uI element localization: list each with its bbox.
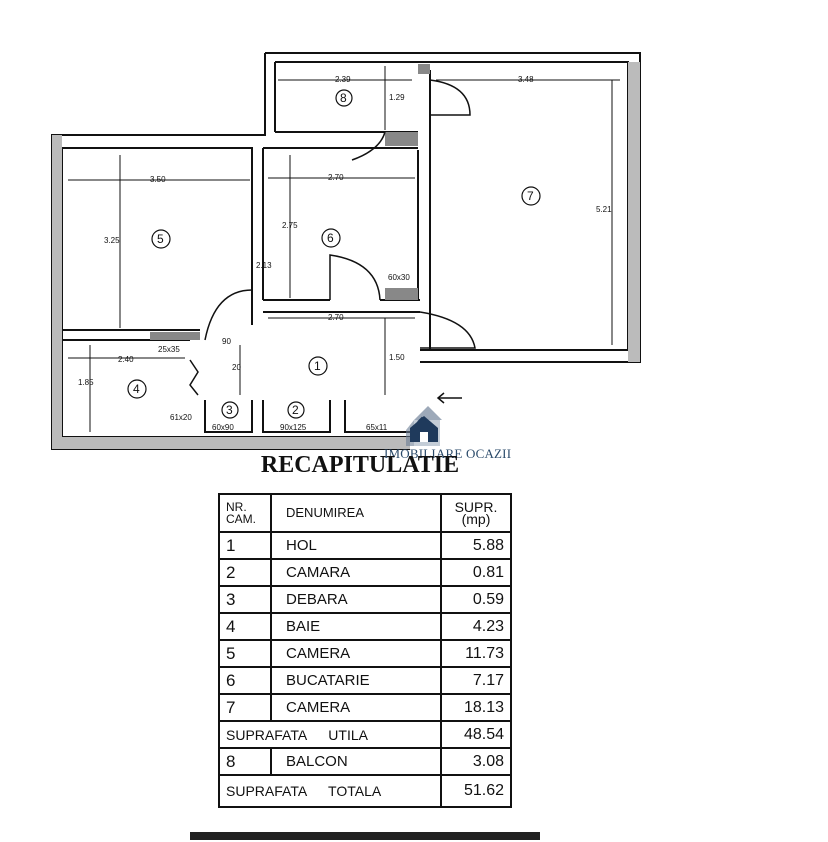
watermark-logo-icon [406, 406, 442, 446]
watermark-text: IMOBILIARE OCAZII [384, 446, 512, 461]
dim-room6-side: 2.13 [256, 261, 272, 270]
recap-table: NR.CAM. DENUMIREA SUPR.(mp) 1 HOL 5.88 2… [218, 493, 512, 808]
dim-room7-width: 3.48 [518, 75, 534, 84]
dim-bath-height: 1.85 [78, 378, 94, 387]
room-number-7: 7 [527, 189, 534, 203]
room-markers [127, 89, 541, 419]
balcony-nr: 8 [218, 747, 272, 776]
row-nr: 2 [218, 558, 272, 587]
header-nr: NR.CAM. [218, 493, 272, 533]
dim-room5-width: 3.50 [150, 175, 166, 184]
row-area: 0.81 [440, 558, 512, 587]
header-area: SUPR.(mp) [440, 493, 512, 533]
dim-balcony-height: 1.29 [389, 93, 405, 102]
room-number-4: 4 [133, 382, 140, 396]
dim-bath-niche: 25x35 [158, 345, 180, 354]
dim-bath-side: 61x20 [170, 413, 192, 422]
row-nr: 6 [218, 666, 272, 695]
row-nr: 4 [218, 612, 272, 641]
dim-hall-width: 2.70 [328, 313, 344, 322]
row-name: DEBARA [270, 585, 442, 614]
table-row: 2 CAMARA 0.81 [218, 558, 512, 587]
floor-plan: 2.39 1.29 3.48 5.21 3.50 3.25 2.70 2.75 … [51, 52, 641, 450]
total-area-value: 51.62 [440, 774, 512, 808]
balcony-area: 3.08 [440, 747, 512, 776]
dim-balcony-width: 2.39 [335, 75, 351, 84]
balcony-name: BALCON [270, 747, 442, 776]
row-nr: 3 [218, 585, 272, 614]
row-area: 0.59 [440, 585, 512, 614]
useful-area-value: 48.54 [440, 720, 512, 749]
table-row: 6 BUCATARIE 7.17 [218, 666, 512, 695]
room-number-1: 1 [314, 359, 321, 373]
doors [189, 79, 476, 396]
dim-hall-small: 20 [232, 363, 241, 372]
table-row: 4 BAIE 4.23 [218, 612, 512, 641]
row-area: 11.73 [440, 639, 512, 668]
page-title: RECAPITULATIE [260, 452, 460, 478]
row-nr: 5 [218, 639, 272, 668]
row-area: 4.23 [440, 612, 512, 641]
table-header-row: NR.CAM. DENUMIREA SUPR.(mp) [218, 493, 512, 533]
walls [51, 52, 641, 450]
row-name: CAMARA [270, 558, 442, 587]
dim-bath-width: 2.40 [118, 355, 134, 364]
dim-entry: 65x11 [366, 423, 388, 432]
row-area: 7.17 [440, 666, 512, 695]
dim-pantry2: 90x125 [280, 423, 307, 432]
header-name: DENUMIREA [270, 493, 442, 533]
room-number-2: 2 [292, 403, 299, 417]
dim-room6-width: 2.70 [328, 173, 344, 182]
dim-hall-height: 1.50 [389, 353, 405, 362]
row-name: CAMERA [270, 639, 442, 668]
total-area-row: SUPRAFATA TOTALA 51.62 [218, 774, 512, 808]
table-row: 7 CAMERA 18.13 [218, 693, 512, 722]
table-row: 1 HOL 5.88 [218, 531, 512, 560]
dim-room6-wall: 60x30 [388, 273, 410, 282]
dim-hall-door: 90 [222, 337, 231, 346]
dim-pantry3: 60x90 [212, 423, 234, 432]
entrance-arrow-icon [436, 392, 462, 404]
useful-area-row: SUPRAFATA UTILA 48.54 [218, 720, 512, 749]
room-number-3: 3 [226, 403, 233, 417]
bottom-border [190, 832, 540, 840]
row-name: BUCATARIE [270, 666, 442, 695]
dimension-labels: 2.39 1.29 3.48 5.21 3.50 3.25 2.70 2.75 … [78, 75, 612, 432]
room-number-5: 5 [157, 232, 164, 246]
total-area-label: SUPRAFATA TOTALA [218, 774, 442, 808]
row-name: HOL [270, 531, 442, 560]
balcony-row: 8 BALCON 3.08 [218, 747, 512, 776]
dim-room6-height: 2.75 [282, 221, 298, 230]
row-nr: 1 [218, 531, 272, 560]
wall-hatch [52, 62, 640, 449]
table-row: 3 DEBARA 0.59 [218, 585, 512, 614]
room-number-6: 6 [327, 231, 334, 245]
room-number-8: 8 [340, 91, 347, 105]
room-numbers: 1 2 3 4 5 6 7 8 [133, 91, 534, 417]
dim-room7-height: 5.21 [596, 205, 612, 214]
row-area: 18.13 [440, 693, 512, 722]
useful-area-label: SUPRAFATA UTILA [218, 720, 442, 749]
row-area: 5.88 [440, 531, 512, 560]
table-row: 5 CAMERA 11.73 [218, 639, 512, 668]
row-name: CAMERA [270, 693, 442, 722]
dim-room5-height: 3.25 [104, 236, 120, 245]
row-nr: 7 [218, 693, 272, 722]
dimension-lines [68, 66, 620, 432]
row-name: BAIE [270, 612, 442, 641]
